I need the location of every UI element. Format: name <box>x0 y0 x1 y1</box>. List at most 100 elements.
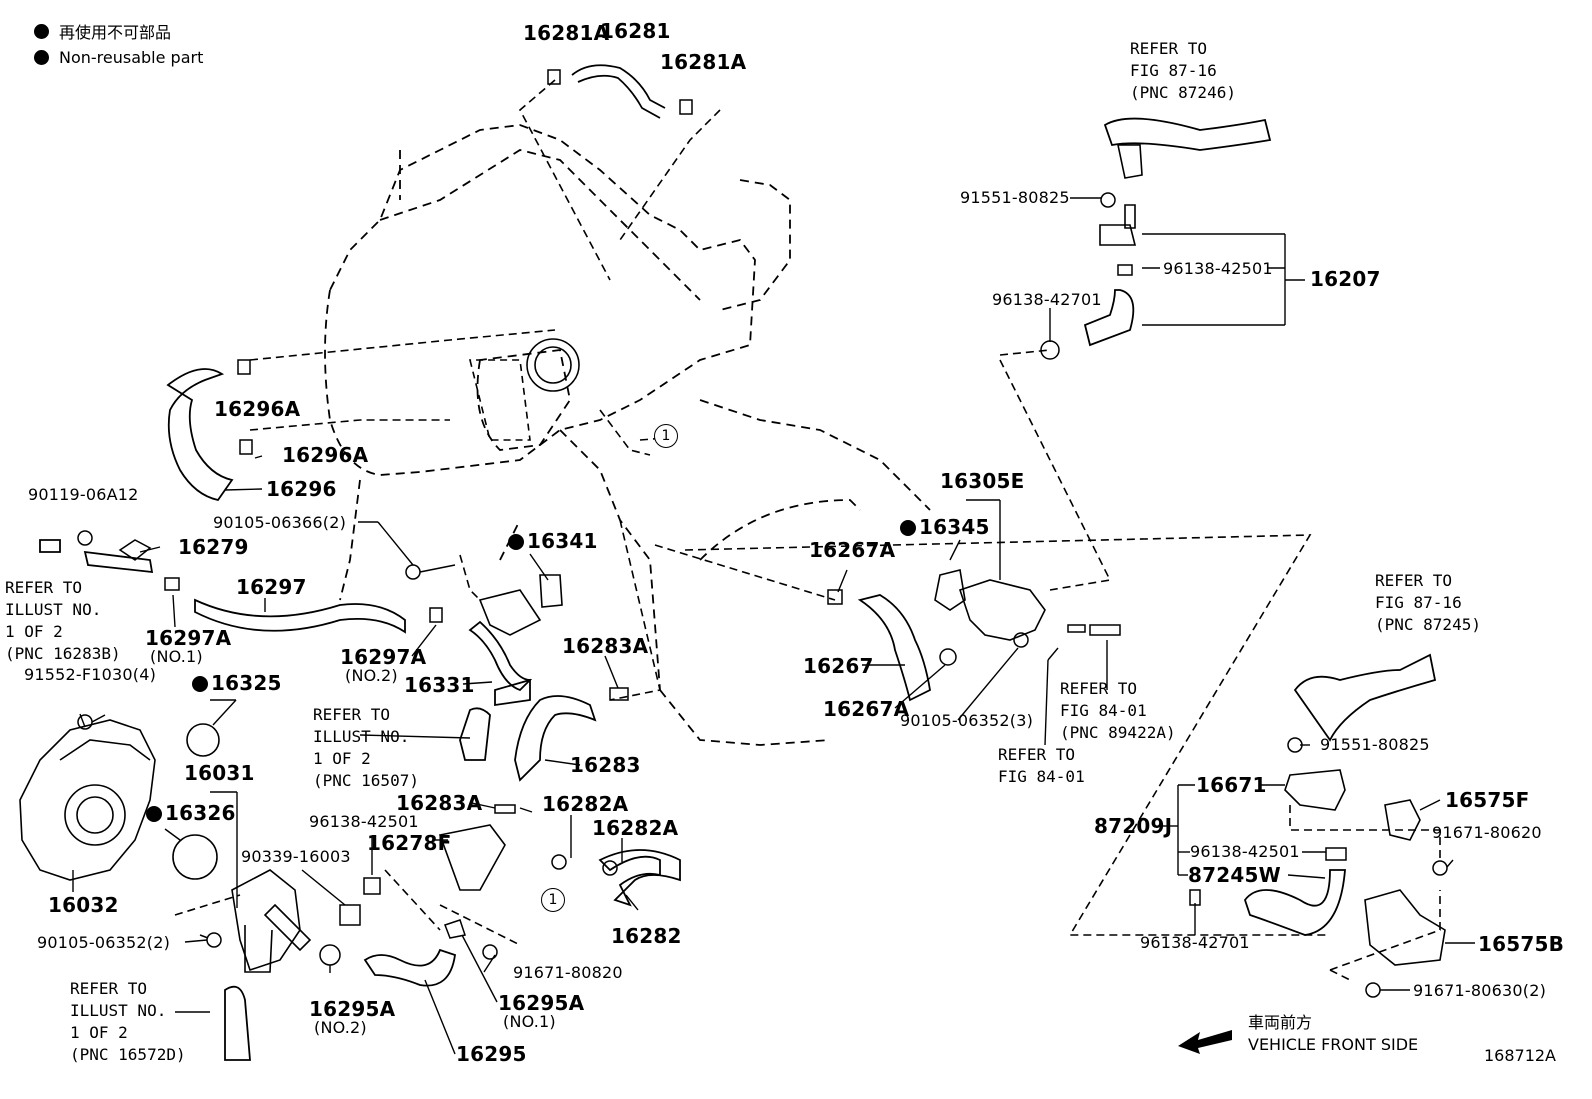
refer-note[interactable]: REFER TO FIG 84-01 (PNC 89422A) <box>1060 678 1176 744</box>
part-label[interactable]: 96138-42501 <box>309 812 419 831</box>
part-label[interactable]: 90119-06A12 <box>28 485 139 504</box>
part-label[interactable]: 91671-80820 <box>513 963 623 982</box>
part-label[interactable]: 16671 <box>1196 773 1267 797</box>
part-label[interactable]: 16267A <box>823 697 910 721</box>
part-label[interactable]: 16282A <box>592 816 679 840</box>
part-label[interactable]: 16283A <box>562 634 649 658</box>
part-label[interactable]: 16032 <box>48 893 119 917</box>
part-label[interactable]: 16295 <box>456 1042 527 1066</box>
part-label[interactable]: 16283 <box>570 753 641 777</box>
part-label[interactable]: 16281A <box>660 50 747 74</box>
part-label[interactable]: 16282 <box>611 924 682 948</box>
part-label[interactable]: 96138-42701 <box>1140 933 1250 952</box>
ref-line: (PNC 16572D) <box>70 1045 186 1064</box>
part-label[interactable]: 90105-06352(3) <box>900 711 1034 730</box>
part-label[interactable]: 16281 <box>600 19 671 43</box>
engine-outline <box>324 124 931 746</box>
clamps-bolts <box>77 69 1448 998</box>
part-label[interactable]: 16283A <box>396 791 483 815</box>
part-label[interactable]: 96138-42701 <box>992 290 1102 309</box>
part-label[interactable]: 16296A <box>282 443 369 467</box>
ref-line: (PNC 87245) <box>1375 615 1481 634</box>
legend-row-jp: 再使用不可部品 <box>34 18 203 44</box>
ref-line: REFER TO <box>313 705 391 724</box>
ref-line: REFER TO <box>70 979 148 998</box>
legend-en: Non-reusable part <box>59 47 204 67</box>
part-label[interactable]: 87245W <box>1188 863 1281 887</box>
part-label[interactable]: 16281A <box>523 21 610 45</box>
part-label[interactable]: 96138-42501 <box>1163 259 1273 278</box>
bullet-icon <box>34 23 49 39</box>
part-label[interactable]: 16267A <box>809 538 896 562</box>
part-label[interactable]: 16305E <box>940 469 1025 493</box>
legend: 再使用不可部品 Non-reusable part <box>34 18 203 70</box>
part-label[interactable]: 16297A <box>145 626 232 650</box>
ref-line: (PNC 16283B) <box>5 644 121 663</box>
part-label[interactable]: 96138-42501 <box>1190 842 1300 861</box>
ref-line: (PNC 16507) <box>313 771 419 790</box>
ref-line: (PNC 87246) <box>1130 83 1236 102</box>
ref-line: 1 OF 2 <box>313 749 371 768</box>
part-label[interactable]: 16279 <box>178 535 249 559</box>
part-label[interactable]: 91551-80825 <box>1320 735 1430 754</box>
throttle-port <box>526 338 580 392</box>
part-label[interactable]: 16345 <box>900 516 990 538</box>
part-label[interactable]: 90105-06352(2) <box>37 933 171 952</box>
part-label[interactable]: 16296 <box>266 477 337 501</box>
ref-line: REFER TO <box>1060 679 1138 698</box>
front-en: VEHICLE FRONT SIDE <box>1248 1035 1419 1054</box>
circle-marker: 1 <box>541 888 565 912</box>
ref-line: 1 OF 2 <box>5 622 63 641</box>
ref-line: REFER TO <box>1130 39 1208 58</box>
part-label[interactable]: 16282A <box>542 792 629 816</box>
part-label[interactable]: 16575B <box>1478 932 1565 956</box>
part-label[interactable]: 16325 <box>192 672 282 694</box>
ref-line: REFER TO <box>1375 571 1453 590</box>
front-jp: 車両前方 <box>1248 1013 1313 1032</box>
part-label[interactable]: 16326 <box>146 802 236 824</box>
ref-line: ILLUST NO. <box>5 600 102 619</box>
leader-lines <box>72 197 1475 1055</box>
ref-line: ILLUST NO. <box>70 1001 167 1020</box>
part-label[interactable]: 91552-F1030(4) <box>24 665 157 684</box>
part-label-sub: (NO.1) <box>503 1012 556 1031</box>
part-label[interactable]: 16296A <box>214 397 301 421</box>
part-label[interactable]: 90339-16003 <box>241 847 351 866</box>
part-label[interactable]: 16278F <box>367 831 452 855</box>
part-label[interactable]: 87209J <box>1094 814 1173 838</box>
circle-marker: 1 <box>654 424 678 448</box>
ref-line: FIG 84-01 <box>1060 701 1147 720</box>
part-label[interactable]: 91671-80620 <box>1432 823 1542 842</box>
refer-note[interactable]: REFER TO ILLUST NO. 1 OF 2 (PNC 16507) <box>313 704 419 792</box>
legend-row-en: Non-reusable part <box>34 44 203 70</box>
part-label[interactable]: 16031 <box>184 761 255 785</box>
vehicle-front-note: 車両前方 VEHICLE FRONT SIDE <box>1248 1012 1418 1056</box>
legend-jp: 再使用不可部品 <box>59 23 172 42</box>
part-label[interactable]: 16295A <box>309 997 396 1021</box>
part-label[interactable]: 16295A <box>498 991 585 1015</box>
ref-line: (PNC 89422A) <box>1060 723 1176 742</box>
part-label[interactable]: 16297 <box>236 575 307 599</box>
part-label-sub: (NO.2) <box>345 666 398 685</box>
bullet-icon <box>34 49 49 65</box>
part-label[interactable]: 91671-80630(2) <box>1413 981 1547 1000</box>
components <box>19 144 1446 973</box>
part-label-sub: (NO.2) <box>314 1018 367 1037</box>
part-label[interactable]: 16331 <box>404 673 475 697</box>
gasket-ring <box>186 723 220 757</box>
o-ring <box>172 834 218 880</box>
part-label[interactable]: 16575F <box>1445 788 1530 812</box>
part-label[interactable]: 16297A <box>340 645 427 669</box>
part-label[interactable]: 16267 <box>803 654 874 678</box>
ref-line: FIG 84-01 <box>998 767 1085 786</box>
part-label[interactable]: 91551-80825 <box>960 188 1070 207</box>
ref-line: ILLUST NO. <box>313 727 410 746</box>
part-label[interactable]: 16207 <box>1310 267 1381 291</box>
part-label[interactable]: 16341 <box>508 530 598 552</box>
part-label[interactable]: 90105-06366(2) <box>213 513 347 532</box>
